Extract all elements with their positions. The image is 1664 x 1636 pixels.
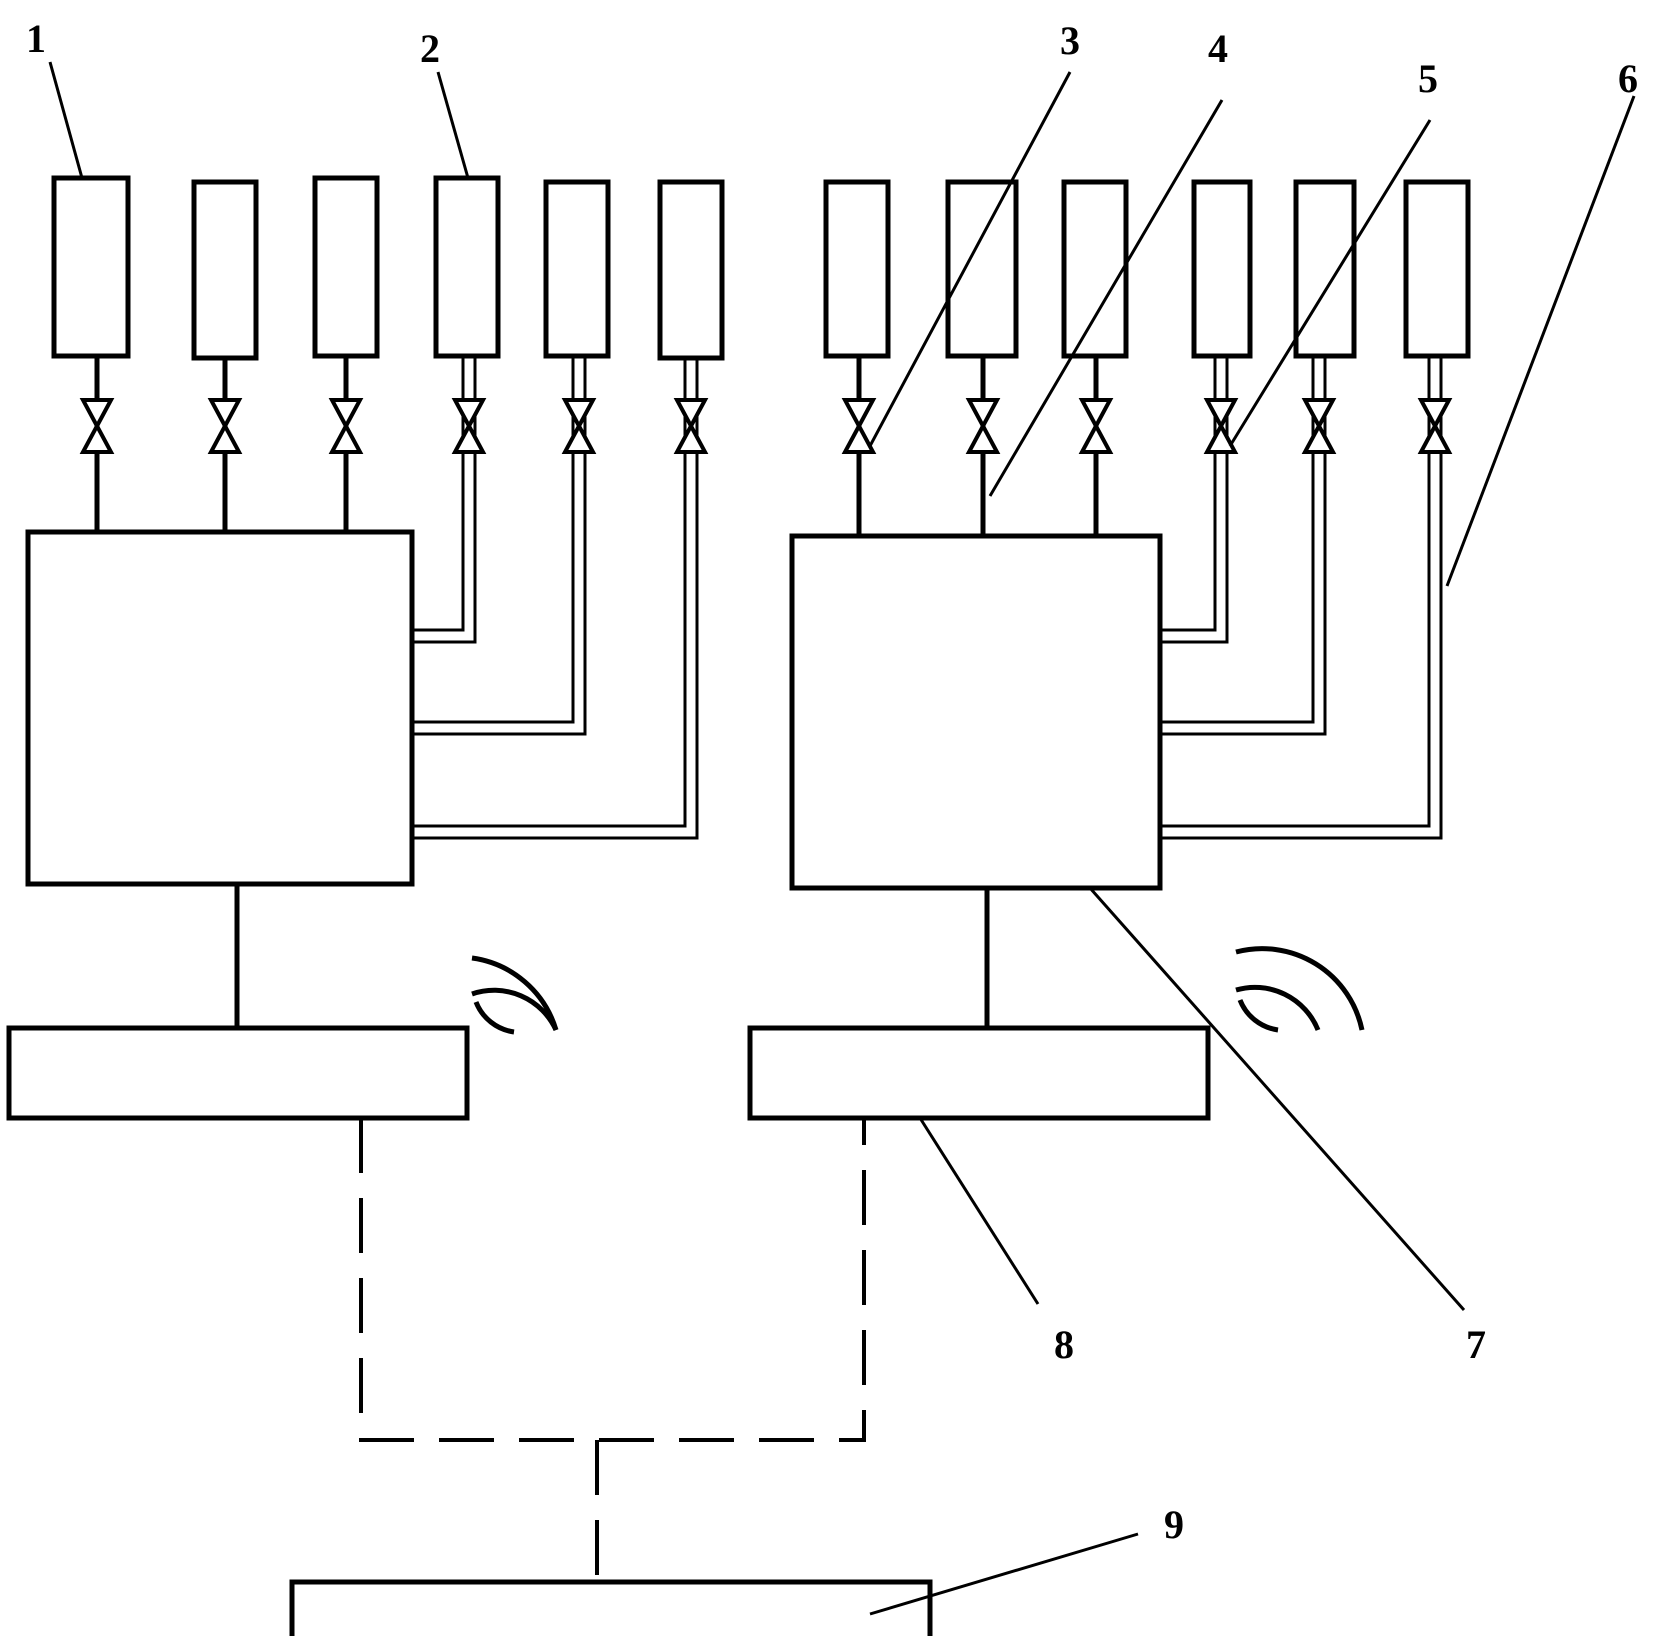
cylinder: [51, 175, 131, 359]
label-5: 5: [1418, 56, 1438, 101]
valve-icon: [79, 398, 115, 454]
label-6: 6: [1618, 56, 1638, 101]
label-7: 7: [1466, 1322, 1486, 1367]
cylinder: [1191, 179, 1253, 359]
valve-icon: [1203, 398, 1239, 454]
wireless-signal-icon: [471, 955, 559, 1035]
right-unit: [747, 179, 1471, 1121]
transmitter-box: [6, 1025, 470, 1121]
valve-icon: [1417, 398, 1453, 454]
valve-icon: [561, 398, 597, 454]
cylinder: [945, 179, 1019, 359]
cylinder: [1293, 179, 1357, 359]
valve-icon: [1078, 398, 1114, 454]
valve-group: [79, 398, 1453, 454]
left-unit: [6, 175, 725, 1121]
label-4: 4: [1208, 26, 1228, 71]
wireless-signal-icon: [1235, 946, 1365, 1033]
cylinder: [191, 179, 259, 361]
cylinder: [433, 175, 501, 359]
double-pipe: [412, 358, 687, 828]
valve-icon: [328, 398, 364, 454]
cylinder: [312, 175, 380, 359]
leader-lines: [48, 61, 1636, 1616]
network-links: [359, 1118, 866, 1582]
valve-icon: [965, 398, 1001, 454]
transmitter-box: [747, 1025, 1211, 1121]
controller-box: [25, 529, 415, 887]
cylinder: [1403, 179, 1471, 359]
double-pipe: [412, 356, 575, 724]
valve-icon: [673, 398, 709, 454]
label-9: 9: [1164, 1502, 1184, 1547]
label-2: 2: [420, 26, 440, 71]
valve-icon: [841, 398, 877, 454]
valve-icon: [207, 398, 243, 454]
valve-icon: [1301, 398, 1337, 454]
cylinder: [823, 179, 891, 359]
controller-box: [789, 533, 1163, 891]
cylinder: [657, 179, 725, 361]
valve-icon: [451, 398, 487, 454]
cylinder: [543, 179, 611, 359]
double-pipe: [412, 356, 465, 632]
central-server-box: [289, 1579, 933, 1636]
label-3: 3: [1060, 18, 1080, 63]
cylinder: [1061, 179, 1129, 359]
label-8: 8: [1054, 1322, 1074, 1367]
label-1: 1: [26, 16, 46, 61]
